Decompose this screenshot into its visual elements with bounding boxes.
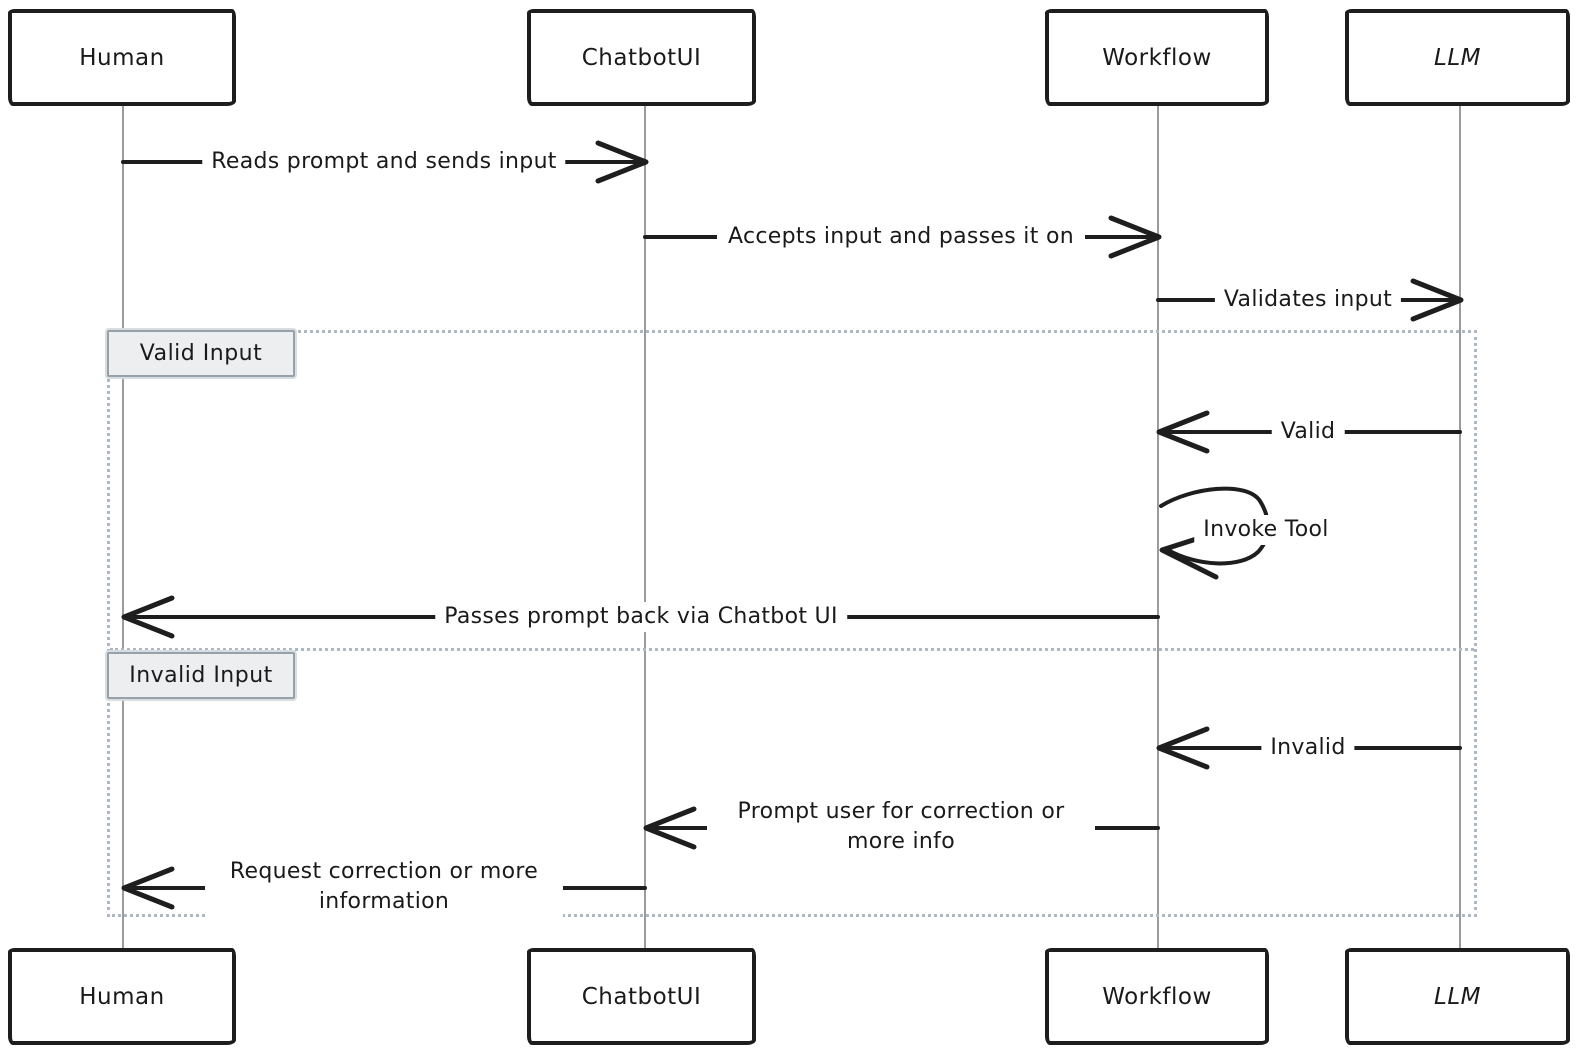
message-label-invalid: Invalid	[1261, 733, 1355, 763]
arrowhead-left-workflow-valid	[1156, 410, 1210, 454]
alt-section-label-invalid: Invalid Input	[107, 652, 295, 699]
actor-bottom-human-label: Human	[79, 983, 165, 1010]
message-label-request-correction: Request correction or more information	[205, 857, 563, 917]
actor-bottom-workflow-label: Workflow	[1102, 983, 1212, 1010]
actor-top-workflow: Workflow	[1045, 9, 1269, 106]
message-label-invoke-tool: Invoke Tool	[1194, 515, 1338, 545]
arrowhead-right-chatbotui	[595, 140, 649, 184]
actor-top-chatbotui-label: ChatbotUI	[581, 44, 702, 71]
arrowhead-right-workflow	[1108, 215, 1162, 259]
alt-fragment-divider	[110, 648, 1474, 651]
actor-bottom-llm: LLM	[1345, 948, 1570, 1045]
message-label-passes-prompt-back: Passes prompt back via Chatbot UI	[435, 602, 847, 632]
actor-top-llm: LLM	[1345, 9, 1570, 106]
actor-top-human-label: Human	[79, 44, 165, 71]
message-label-prompt-user: Prompt user for correction or more info	[707, 797, 1095, 857]
message-label-valid: Valid	[1271, 417, 1345, 447]
alt-section-label-invalid-text: Invalid Input	[129, 663, 273, 688]
message-label-reads-prompt: Reads prompt and sends input	[202, 147, 566, 177]
actor-top-llm-label: LLM	[1434, 44, 1481, 71]
alt-section-label-valid: Valid Input	[107, 330, 295, 377]
arrowhead-left-workflow-invalid	[1156, 726, 1210, 770]
actor-top-human: Human	[8, 9, 236, 106]
actor-bottom-llm-label: LLM	[1434, 983, 1481, 1010]
message-label-validates-input: Validates input	[1214, 285, 1402, 315]
arrowhead-left-chatbotui	[643, 806, 697, 850]
arrowhead-left-human-valid	[121, 595, 175, 639]
actor-bottom-human: Human	[8, 948, 236, 1045]
actor-bottom-chatbotui-label: ChatbotUI	[581, 983, 702, 1010]
actor-bottom-chatbotui: ChatbotUI	[527, 948, 756, 1045]
arrowhead-right-llm	[1410, 278, 1464, 322]
actor-top-workflow-label: Workflow	[1102, 44, 1212, 71]
actor-top-chatbotui: ChatbotUI	[527, 9, 756, 106]
actor-bottom-workflow: Workflow	[1045, 948, 1269, 1045]
alt-fragment-frame	[107, 330, 1477, 917]
message-label-accepts-input: Accepts input and passes it on	[717, 222, 1085, 252]
arrowhead-left-human-invalid	[121, 866, 175, 910]
alt-section-label-valid-text: Valid Input	[139, 341, 263, 366]
